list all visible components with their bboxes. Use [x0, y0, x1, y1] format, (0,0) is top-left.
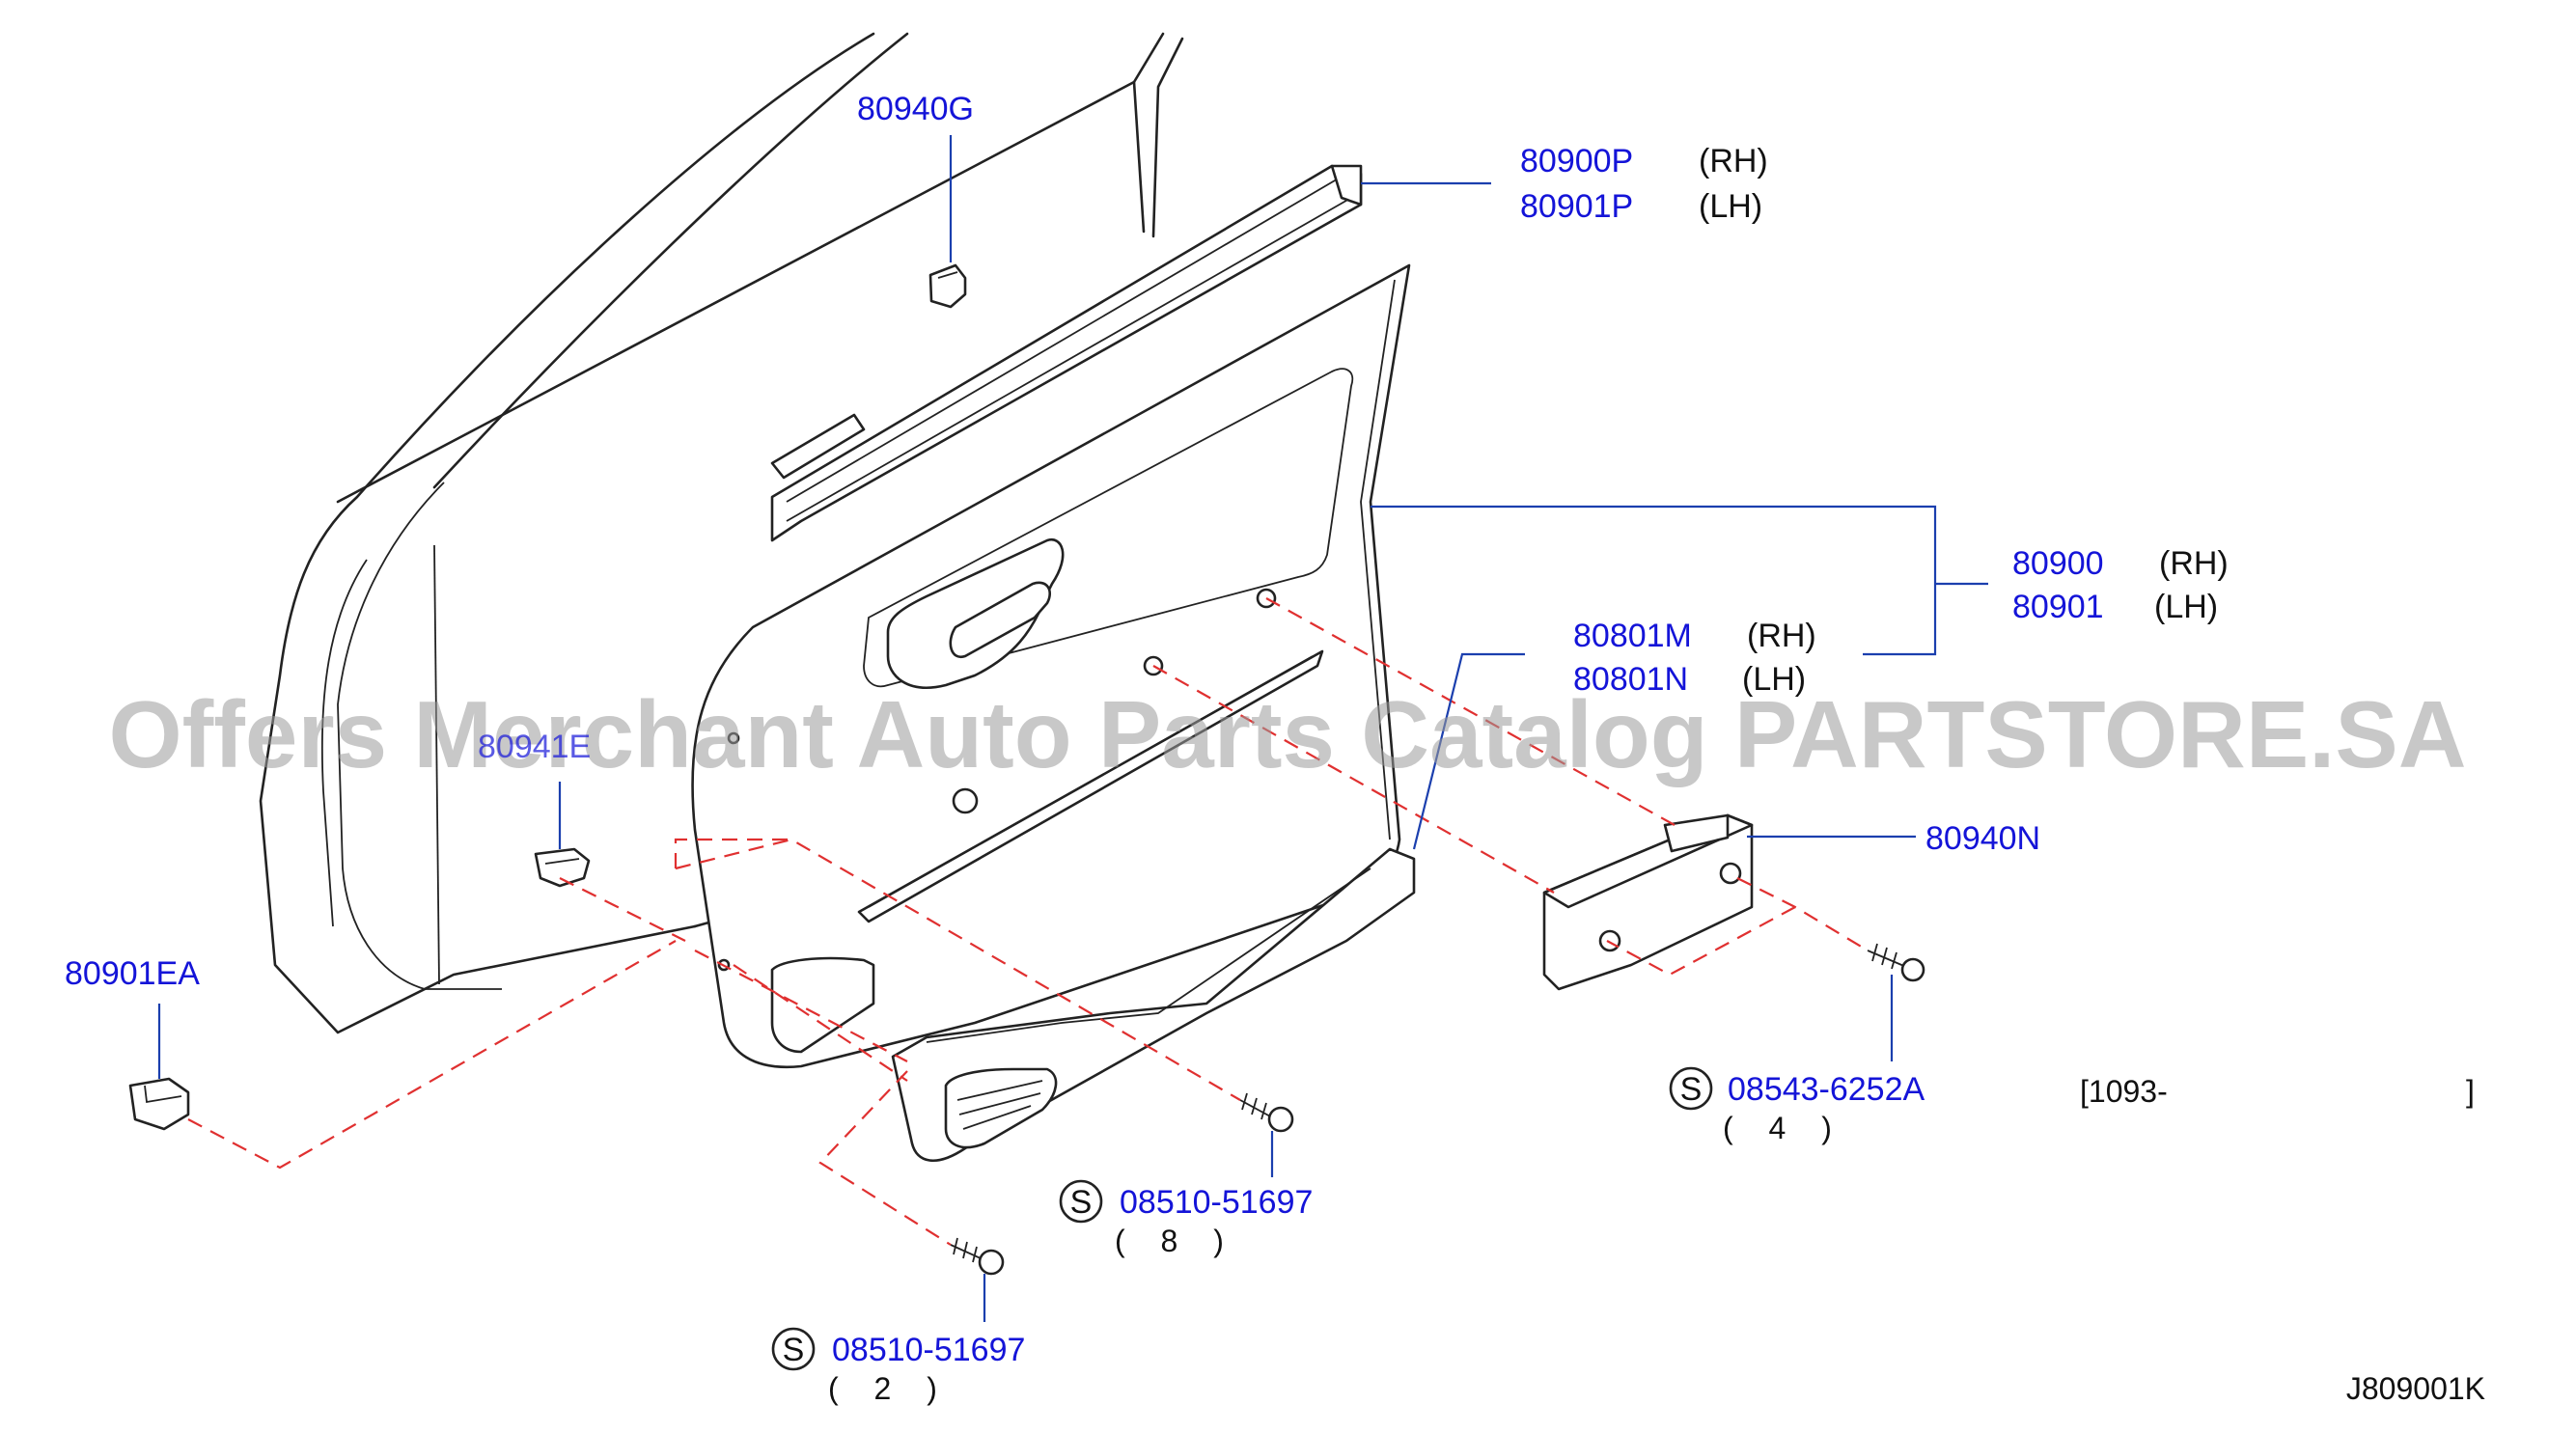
door-trim-panel[interactable]	[691, 263, 1411, 1088]
part-number-80801n[interactable]: 80801N	[1573, 661, 1688, 698]
door-lower-trim[interactable]	[891, 847, 1416, 1163]
screw-08510-51697-a[interactable]	[1239, 1092, 1294, 1133]
callout-80901p[interactable]: 80901P (LH)	[1520, 188, 1762, 225]
callout-80901ea[interactable]: 80901EA	[65, 955, 200, 992]
side-label: (LH)	[2154, 589, 2218, 625]
leader-lines	[157, 135, 1988, 1322]
side-label: (LH)	[1742, 661, 1806, 698]
part-number-08510-51697[interactable]: 08510-51697	[1120, 1184, 1313, 1221]
callout-08510-51697-8[interactable]: S 08510-51697 ( 8 )	[1059, 1179, 1313, 1258]
part-number-80940n[interactable]: 80940N	[1925, 820, 2040, 857]
part-number-80900p[interactable]: 80900P	[1520, 143, 1633, 179]
callout-80900[interactable]: 80900 (RH)	[2012, 545, 2229, 582]
callout-80801n[interactable]: 80801N (LH)	[1573, 661, 1806, 698]
quantity-label: ( 2 )	[828, 1371, 951, 1406]
callout-08543-6252a[interactable]: S 08543-6252A ( 4 )	[1669, 1066, 1925, 1145]
callout-80940g[interactable]: 80940G	[857, 91, 974, 127]
part-number-80940g[interactable]: 80940G	[857, 91, 974, 127]
standard-part-symbol: S	[1070, 1184, 1093, 1221]
callout-80801m[interactable]: 80801M (RH)	[1573, 618, 1816, 654]
screw-08510-51697-b[interactable]	[950, 1237, 1005, 1276]
quantity-label: ( 8 )	[1115, 1224, 1237, 1258]
door-weatherstrip[interactable]	[770, 164, 1363, 542]
quantity-label: ( 4 )	[1723, 1111, 1845, 1145]
part-number-80901ea[interactable]: 80901EA	[65, 955, 200, 992]
screw-08543-6252a[interactable]	[1867, 943, 1925, 982]
assembly-guide-lines	[187, 597, 1869, 1246]
door-pull-handle[interactable]	[1542, 813, 1754, 991]
serial-range: [1093- ]	[2080, 1074, 2475, 1109]
part-number-08543-6252a[interactable]: 08543-6252A	[1728, 1071, 1925, 1108]
standard-part-symbol: S	[783, 1332, 805, 1368]
callout-80900p[interactable]: 80900P (RH)	[1520, 143, 1768, 179]
watermark-text: Offers Merchant Auto Parts Catalog PARTS…	[108, 681, 2466, 787]
serial-range-open: [1093-	[2080, 1074, 2168, 1109]
side-label: (RH)	[2159, 545, 2229, 582]
diagram-code: J809001K	[2346, 1371, 2485, 1406]
clip-80940g[interactable]	[928, 263, 967, 309]
part-number-80900[interactable]: 80900	[2012, 545, 2104, 582]
part-number-80901p[interactable]: 80901P	[1520, 188, 1633, 225]
door-frame-outline	[259, 32, 1184, 1034]
serial-range-close: ]	[2466, 1074, 2475, 1109]
side-label: (RH)	[1747, 618, 1816, 654]
part-number-08510-51697[interactable]: 08510-51697	[832, 1332, 1025, 1368]
part-number-80901[interactable]: 80901	[2012, 589, 2104, 625]
callout-80941e[interactable]: 80941E	[478, 729, 591, 765]
clip-80901ea[interactable]	[128, 1077, 190, 1131]
clip-80941e[interactable]	[534, 847, 591, 888]
standard-part-symbol: S	[1680, 1071, 1703, 1108]
callout-80901[interactable]: 80901 (LH)	[2012, 589, 2218, 625]
side-label: (LH)	[1699, 188, 1762, 225]
part-number-80941e-obscured[interactable]: 80941E	[478, 729, 591, 765]
side-label: (RH)	[1699, 143, 1768, 179]
part-number-80801m[interactable]: 80801M	[1573, 618, 1692, 654]
callout-08510-51697-2[interactable]: S 08510-51697 ( 2 )	[771, 1327, 1025, 1406]
callout-80940n[interactable]: 80940N	[1925, 820, 2040, 857]
